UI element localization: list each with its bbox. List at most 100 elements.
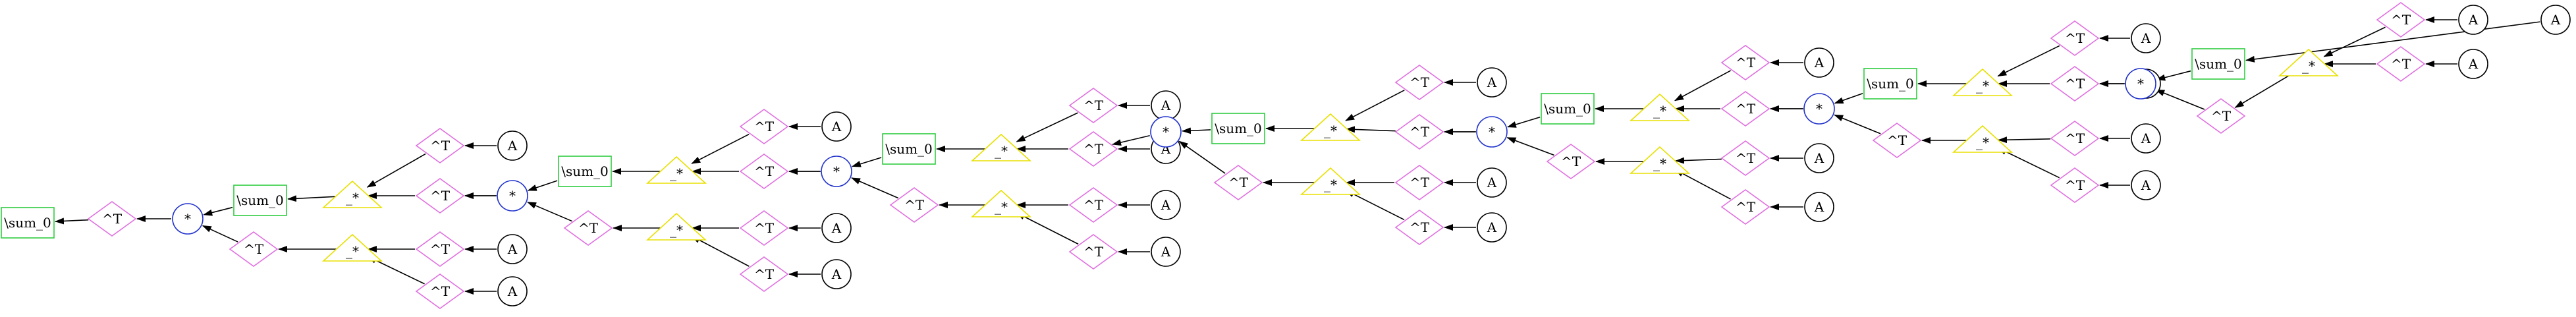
T-node-label: ^T [1561,154,1581,169]
node-A-a6b: A [1151,237,1181,267]
edge-t13a-to-d13 [2323,26,2386,57]
node-A-a4a: A [821,213,852,243]
sum-node-label: \sum_0 [4,215,51,231]
node-A-a14: A [2540,5,2571,35]
A-node-shape [2540,5,2571,35]
node-T-t2a: ^T [415,231,465,267]
T-node-shape [2050,167,2100,203]
T-node-label: ^T [1083,98,1104,113]
star-node-label: * [1163,124,1169,140]
edge-t6b-to-d6 [1016,212,1079,245]
T-node-label: ^T [2211,108,2232,124]
node-A-a11a: A [2131,23,2161,53]
node-A-a5a: A [1151,90,1181,121]
dot-node-shape [321,180,383,208]
T-node-label: ^T [430,188,451,204]
edge-t5a-to-d5 [1016,112,1078,142]
A-node-shape [2131,123,2161,154]
star-node-label: * [833,163,840,179]
node-A-a7a: A [1477,67,1507,98]
T-node-label: ^T [244,241,264,257]
star-node-shape [1803,93,1835,125]
node-T-t10b: ^T [1720,189,1770,225]
edge-t3a-to-d3 [691,133,750,164]
node-star-m1: * [172,203,204,235]
star-node-label: * [1489,124,1495,140]
A-node-shape [2458,49,2488,79]
T-node-shape [739,256,789,292]
T-node-shape [2196,98,2246,134]
edges-layer [54,16,2540,295]
T-node-shape [415,231,465,267]
edge-s5-to-m5 [1506,116,1541,128]
T-node-label: ^T [754,163,775,179]
star-node-label: * [2137,76,2144,92]
A-node-label: A [1814,55,1824,71]
node-T-t13b: ^T [2376,46,2426,82]
node-dot-d9: _* [1629,93,1691,121]
node-sum-s7: \sum_0 [2191,48,2245,80]
node-star-m4: * [1150,116,1182,148]
T-node-label: ^T [1410,175,1430,190]
T-node-shape [1394,65,1444,100]
node-T-t1b: ^T [415,128,465,163]
T-node-label: ^T [102,211,123,227]
node-T-t13a: ^T [2376,2,2426,38]
T-node-label: ^T [2065,30,2085,46]
edge-t4b-to-d4 [691,235,750,267]
node-T-t4b: ^T [739,256,789,292]
node-A-a10b: A [1804,192,1834,222]
sum-node-label: \sum_0 [1215,121,1262,136]
star-node-shape [1150,116,1182,148]
A-node-label: A [831,266,842,282]
T-node-label: ^T [1736,199,1756,215]
dot-node-label: _* [995,143,1008,159]
A-node-label: A [2141,177,2151,193]
dot-node-label: _* [995,199,1008,215]
node-sum-s1: \sum_0 [233,185,287,216]
edge-s1-to-m1 [203,206,233,216]
node-T-t7b: ^T [1394,114,1444,150]
node-A-a13a: A [2458,5,2488,35]
T-node-shape [1068,187,1118,223]
edge-s2-to-m2 [527,180,558,191]
A-node-label: A [1487,219,1497,235]
star-node-shape [2125,68,2156,100]
node-dot-d11: _* [1952,68,2014,96]
dot-node-shape [1300,167,1361,195]
node-star-m3: * [821,156,852,187]
T-node-label: ^T [2065,130,2085,146]
A-node-label: A [507,283,518,299]
edge-m4-to-t5b [1112,134,1150,146]
A-node-shape [2131,23,2161,53]
sum-node-shape [2191,48,2245,80]
T-node-shape [1068,131,1118,167]
node-A-a3a: A [821,111,852,142]
A-node-label: A [2468,56,2479,72]
node-T-t3: ^T [889,187,939,223]
A-node-label: A [1487,175,1497,190]
edge-t4-to-m4 [1178,140,1226,174]
T-node-shape [2376,46,2426,82]
edge-a14-to-s7 [2245,21,2540,63]
dot-node-label: _* [346,190,359,206]
T-node-label: ^T [754,220,775,236]
node-sum-s2: \sum_0 [558,156,612,187]
edge-t1-to-m1 [202,225,238,243]
sum-node-label: \sum_0 [561,163,609,179]
node-dot-d4: _* [645,212,707,241]
edge-t12b-to-d12 [1997,147,2060,179]
node-T-t1: ^T [229,231,279,267]
A-node-label: A [507,241,518,257]
T-node-shape [229,231,279,267]
edge-t3-to-m3 [851,177,898,199]
edge-t2-to-m2 [527,202,572,222]
T-node-label: ^T [2065,177,2085,193]
dot-node-shape [1952,125,2014,153]
T-node-label: ^T [1083,244,1104,260]
T-node-label: ^T [1736,101,1756,117]
dot-node-label: _* [1653,156,1666,171]
T-node-label: ^T [904,197,925,213]
A-node-label: A [2468,12,2479,28]
sum-node-label: \sum_0 [236,192,284,208]
